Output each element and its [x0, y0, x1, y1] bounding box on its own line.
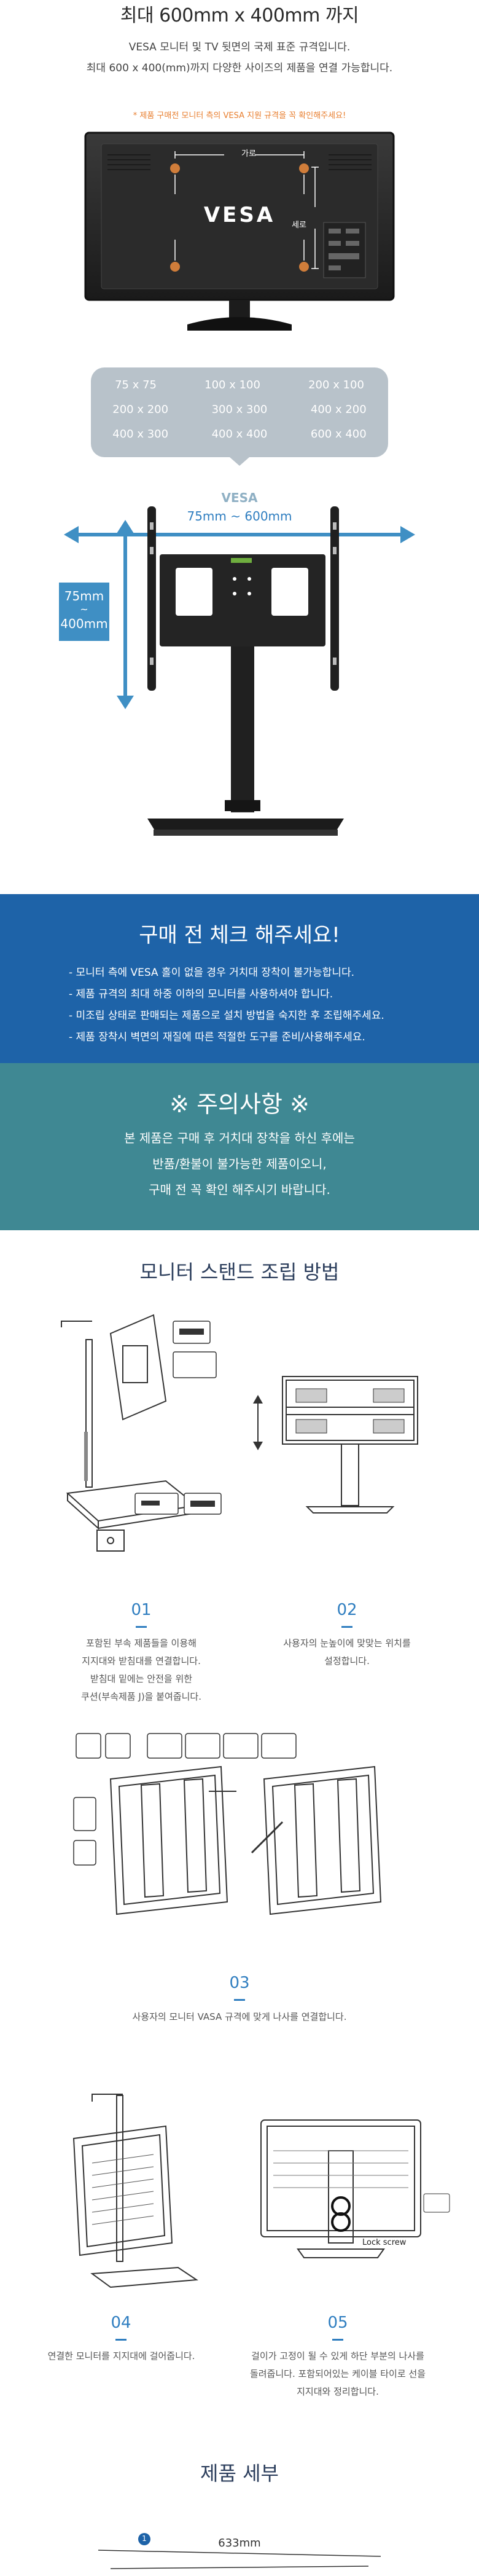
stand-vesa-label: VESA: [221, 490, 258, 505]
assembly-title: 모니터 스탠드 조립 방법: [139, 1260, 340, 1284]
details-dimension-diagram: [98, 2533, 381, 2569]
step-1-line: 포함된 부속 제품들을 이용해: [86, 1638, 197, 1649]
step-2-line: 설정합니다.: [324, 1655, 370, 1667]
vesa-warning: * 제품 구매전 모니터 측의 VESA 지원 규격을 꼭 확인해주세요!: [133, 111, 346, 120]
vertical-range-box: [59, 583, 109, 641]
step-4-description: 연결한 모니터를 지지대에 걸어줍니다.: [25, 2347, 218, 2365]
step-2-dash: [341, 1626, 352, 1628]
step-2-illustration: [253, 1376, 418, 1514]
size-cell: 400 x 200: [310, 403, 367, 416]
size-cell: 300 x 300: [211, 403, 268, 416]
size-cell: 600 x 400: [310, 428, 367, 441]
check-item: - 미조립 상태로 판매되는 제품으로 설치 방법을 숙지한 후 조립해주세요.: [69, 1010, 384, 1022]
size-row: 400 x 300 400 x 400 600 x 400: [91, 428, 388, 452]
step-1-line: 쿠션(부속제품 J)을 붙여줍니다.: [80, 1691, 202, 1702]
step-5-illustration: [260, 2119, 450, 2258]
step-5-description: 걸이가 고정이 될 수 있게 하단 부분의 나사를 돌려줍니다. 포함되어있는 …: [243, 2347, 433, 2401]
size-row: 200 x 200 300 x 300 400 x 200: [91, 403, 388, 428]
size-row: 75 x 75 100 x 100 200 x 100: [91, 379, 388, 403]
details-width-label: 633mm: [218, 2537, 261, 2550]
size-cell: 100 x 100: [204, 379, 260, 391]
notice-section: [0, 1063, 479, 1230]
vertical-range-top: 75mm: [64, 589, 104, 603]
vesa-width-label: 가로: [241, 149, 256, 159]
step-3-number: 03: [229, 1974, 250, 1992]
step-3-illustration: [73, 1733, 382, 1915]
notice-title: ※ 주의사항 ※: [169, 1091, 310, 1118]
step-1-dash: [136, 1626, 147, 1628]
step-3-dash: [234, 1999, 245, 2001]
lock-screw-label: Lock screw: [362, 2238, 407, 2247]
monitor-back-image: [84, 132, 395, 331]
description-line-1: VESA 모니터 및 TV 뒷면의 국제 표준 규격입니다.: [128, 41, 351, 53]
step-1-line: 지지대와 받침대를 연결합니다.: [82, 1655, 201, 1667]
step-4-number: 04: [111, 2314, 131, 2332]
notice-line-1: 본 제품은 구매 후 거치대 장착을 하신 후에는: [124, 1131, 355, 1145]
check-item: - 제품 장착시 벽면의 재질에 따른 적절한 도구를 준비/사용해주세요.: [69, 1031, 365, 1043]
check-title: 구매 전 체크 해주세요!: [139, 923, 340, 948]
step-3-description: 사용자의 모니터 VASA 규격에 맞게 나사를 연결합니다.: [55, 2008, 424, 2026]
step-5-line: 지지대와 정리합니다.: [297, 2386, 379, 2397]
details-marker: 1: [142, 2534, 147, 2543]
page-title: 최대 600mm x 400mm 까지: [120, 5, 359, 26]
step-5-line: 돌려줍니다. 포함되어있는 케이블 타이로 선을: [249, 2368, 426, 2379]
size-cell: 75 x 75: [115, 379, 157, 391]
step-2-line: 사용자의 눈높이에 맞맞는 위치를: [283, 1638, 411, 1649]
description-line-2: 최대 600 x 400(mm)까지 다양한 사이즈의 제품을 연결 가능합니다…: [86, 62, 393, 74]
size-table: 75 x 75 100 x 100 200 x 100 200 x 200 30…: [91, 379, 388, 452]
details-title: 제품 세부: [200, 2462, 279, 2485]
step-4-line: 연결한 모니터를 지지대에 걸어줍니다.: [47, 2350, 195, 2362]
step-2-number: 02: [337, 1601, 357, 1619]
notice-line-2: 반품/환불이 불가능한 제품이오니,: [152, 1156, 327, 1171]
step-1-number: 01: [131, 1601, 152, 1619]
step-1-line: 받침대 밑에는 안전을 위한: [90, 1673, 193, 1684]
vesa-logo-text: VESA: [203, 203, 276, 227]
step-5-dash: [332, 2339, 343, 2341]
notice-line-3: 구매 전 꼭 확인 해주시기 바랍니다.: [149, 1182, 330, 1197]
step-4-illustration: [72, 2094, 198, 2288]
step-5-line: 걸이가 고정이 될 수 있게 하단 부분의 나사를: [251, 2350, 424, 2362]
size-table-bubble: [91, 367, 388, 466]
size-cell: 400 x 300: [112, 428, 169, 441]
step-3-line: 사용자의 모니터 VASA 규격에 맞게 나사를 연결합니다.: [132, 2011, 347, 2022]
stand-range-label: 75mm ~ 600mm: [187, 509, 292, 524]
step-4-dash: [115, 2339, 127, 2341]
size-cell: 200 x 100: [308, 379, 364, 391]
step-1-illustration: [61, 1314, 222, 1552]
check-item: - 제품 규격의 최대 하중 이하의 모니터를 사용하셔야 합니다.: [69, 988, 333, 1000]
vertical-range-mid: ~: [80, 603, 88, 615]
size-cell: 400 x 400: [211, 428, 268, 441]
vesa-height-label: 세로: [292, 221, 306, 230]
check-section: [0, 894, 479, 1063]
step-1-description: 포함된 부속 제품들을 이용해 지지대와 받침대를 연결합니다. 받침대 밑에는…: [49, 1635, 233, 1706]
check-item: - 모니터 측에 VESA 홀이 없을 경우 거치대 장착이 불가능합니다.: [69, 967, 354, 979]
stand-diagram: [64, 506, 415, 836]
size-cell: 200 x 200: [112, 403, 169, 416]
step-2-description: 사용자의 눈높이에 맞맞는 위치를 설정합니다.: [255, 1635, 439, 1670]
vertical-range-bottom: 400mm: [60, 616, 108, 631]
step-5-number: 05: [327, 2314, 348, 2332]
